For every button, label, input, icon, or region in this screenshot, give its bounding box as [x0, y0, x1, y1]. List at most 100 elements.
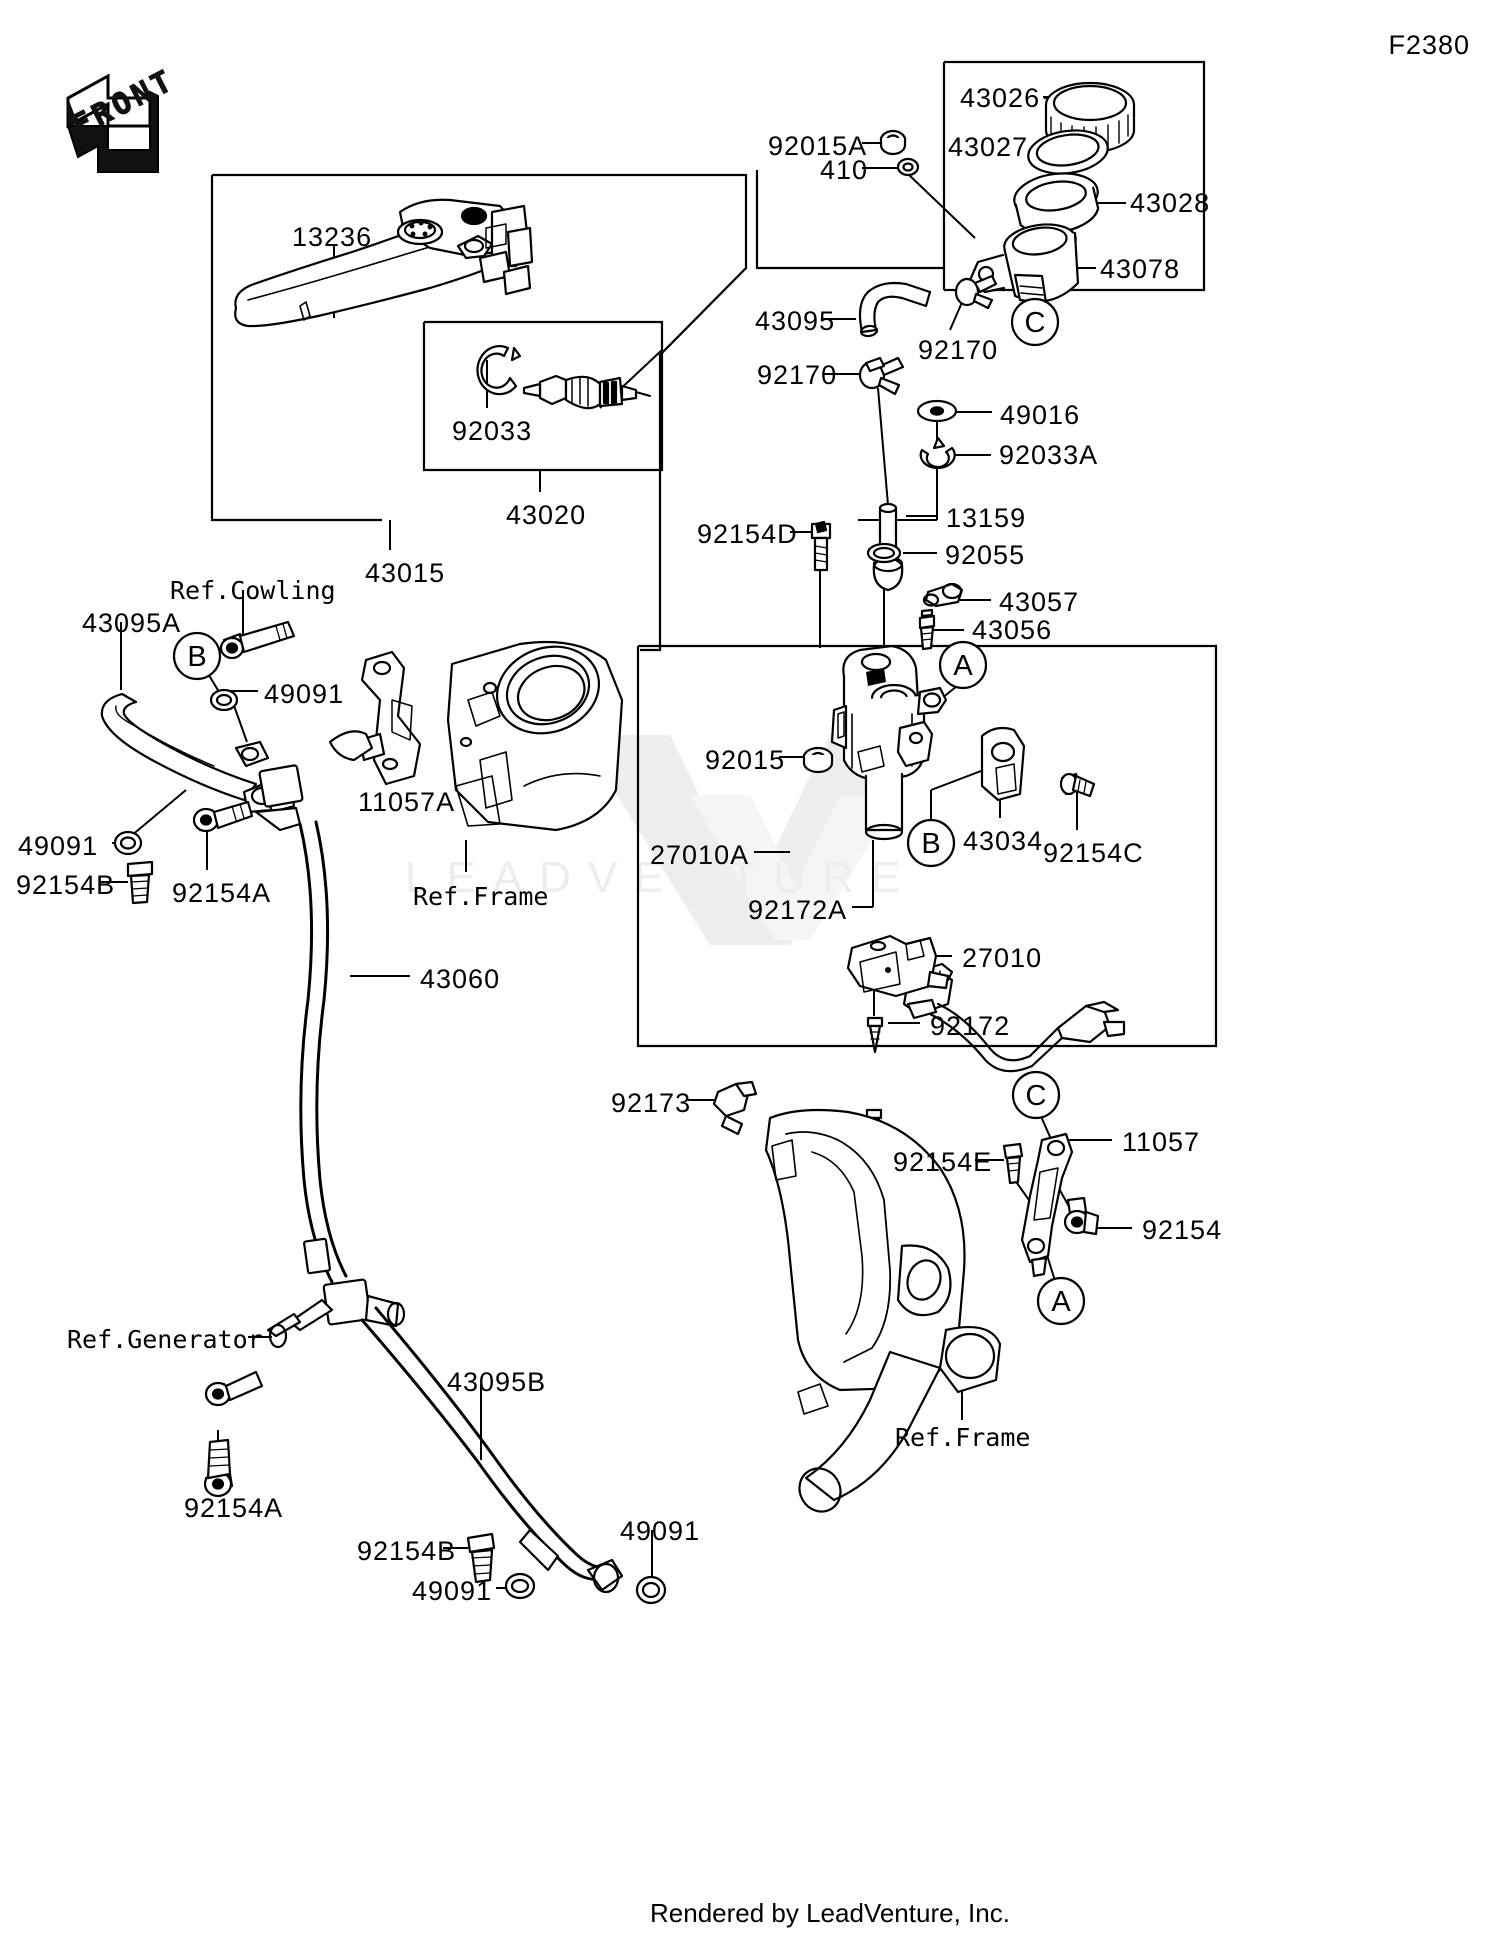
callout-49091a[interactable]: 49091: [264, 679, 345, 709]
callout-410[interactable]: 410: [820, 155, 869, 185]
callout-92055[interactable]: 92055: [945, 540, 1026, 570]
part-ref-cowling-bolt: [219, 620, 296, 660]
callout-Ref.Frame2[interactable]: Ref.Frame: [895, 1423, 1031, 1452]
callout-43028[interactable]: 43028: [1130, 188, 1211, 218]
part-43028: [1013, 172, 1100, 234]
part-43057: [922, 582, 964, 608]
callout-92154A2[interactable]: 92154A: [184, 1493, 284, 1523]
callout-43078[interactable]: 43078: [1100, 254, 1181, 284]
part-43060: [266, 820, 406, 1349]
callout-43056[interactable]: 43056: [972, 615, 1053, 645]
callout-43015[interactable]: 43015: [365, 558, 446, 588]
callout-43057[interactable]: 43057: [999, 587, 1080, 617]
part-43095: [858, 281, 932, 338]
callout-92015A[interactable]: 92015A: [768, 131, 868, 161]
part-92154A-bottom: [203, 1438, 234, 1498]
callout-49091b[interactable]: 49091: [18, 831, 99, 861]
part-49016: [916, 399, 958, 423]
callout-92154C[interactable]: 92154C: [1043, 838, 1144, 868]
callout-43034[interactable]: 43034: [963, 826, 1044, 856]
balloon-c-4[interactable]: C: [1011, 1070, 1061, 1120]
part-92154: [1063, 1196, 1100, 1236]
callout-92033A[interactable]: 92033A: [999, 440, 1099, 470]
callout-27010[interactable]: 27010: [962, 943, 1043, 973]
balloon-c-0[interactable]: C: [1010, 297, 1060, 347]
callout-Ref.Generator[interactable]: Ref.Generator: [67, 1325, 263, 1354]
part-92154D: [810, 520, 832, 572]
part-43056: [918, 608, 936, 651]
balloon-letter: A: [953, 650, 973, 682]
callout-92154A[interactable]: 92154A: [172, 878, 272, 908]
callout-49091d[interactable]: 49091: [412, 1576, 493, 1606]
callout-11057A[interactable]: 11057A: [358, 787, 456, 817]
callout-Ref.Cowling[interactable]: Ref.Cowling: [170, 576, 336, 605]
callout-49091c[interactable]: 49091: [620, 1516, 701, 1546]
callout-92154E[interactable]: 92154E: [893, 1147, 993, 1177]
part-92173: [712, 1080, 758, 1136]
balloon-letter: A: [1051, 1286, 1071, 1318]
part-92015A: [879, 129, 907, 156]
callout-27010A[interactable]: 27010A: [650, 840, 750, 870]
part-ref-generator-bolt: [204, 1370, 264, 1407]
part-43095B: [360, 1306, 624, 1594]
balloon-b-2[interactable]: B: [172, 631, 222, 681]
balloon-letter: C: [1026, 1080, 1047, 1112]
part-410: [896, 157, 920, 177]
part-49091-left: [113, 830, 143, 856]
balloon-a-1[interactable]: A: [938, 640, 988, 690]
render-credit: Rendered by LeadVenture, Inc.: [650, 1898, 1010, 1928]
part-ref-frame-lower: [764, 1108, 1002, 1513]
balloon-a-5[interactable]: A: [1036, 1276, 1086, 1326]
part-92170-upper: [954, 274, 998, 310]
callout-92154B[interactable]: 92154B: [16, 870, 116, 900]
part-92033A: [919, 436, 956, 470]
balloon-letter: B: [921, 828, 940, 860]
callout-43027[interactable]: 43027: [948, 132, 1029, 162]
part-92033: [476, 345, 522, 396]
callout-43020[interactable]: 43020: [506, 500, 587, 530]
callout-13159[interactable]: 13159: [946, 503, 1027, 533]
callout-92170[interactable]: 92170: [918, 335, 999, 365]
callout-13236[interactable]: 13236: [292, 222, 373, 252]
balloon-letter: C: [1025, 307, 1046, 339]
part-92172: [866, 1016, 884, 1054]
callout-92154B2[interactable]: 92154B: [357, 1536, 457, 1566]
part-13236: [234, 198, 534, 328]
callout-92172A[interactable]: 92172A: [748, 895, 848, 925]
callout-92033[interactable]: 92033: [452, 416, 533, 446]
part-49091-bottom-b: [635, 1575, 667, 1605]
part-49091-upper: [209, 688, 239, 712]
callout-92015[interactable]: 92015: [705, 745, 786, 775]
part-43020: [522, 374, 651, 410]
callout-43026[interactable]: 43026: [960, 83, 1041, 113]
callout-92172[interactable]: 92172: [930, 1011, 1011, 1041]
callout-43095B[interactable]: 43095B: [447, 1367, 547, 1397]
part-11057: [1020, 1132, 1074, 1278]
part-92154A-left: [192, 800, 254, 833]
callout-11057[interactable]: 11057: [1122, 1127, 1201, 1157]
sheet-code: F2380: [1388, 30, 1470, 60]
callout-43060[interactable]: 43060: [420, 964, 501, 994]
part-43095A: [100, 692, 304, 832]
part-92055: [866, 542, 902, 564]
callout-49016[interactable]: 49016: [1000, 400, 1081, 430]
part-43078: [968, 223, 1080, 305]
part-92154B-bottom: [466, 1532, 496, 1584]
callout-92170b[interactable]: 92170: [757, 360, 838, 390]
part-92154C: [1059, 772, 1096, 798]
callout-43095[interactable]: 43095: [755, 306, 836, 336]
callout-92154D[interactable]: 92154D: [697, 519, 798, 549]
part-92154B-left: [126, 860, 154, 905]
part-49091-bottom-a: [504, 1572, 536, 1600]
callout-43095A[interactable]: 43095A: [82, 608, 182, 638]
balloon-letter: B: [187, 641, 206, 673]
part-92170-lower: [858, 356, 905, 396]
callout-92154[interactable]: 92154: [1142, 1215, 1223, 1245]
callout-92173[interactable]: 92173: [611, 1088, 692, 1118]
part-11057A: [328, 650, 422, 786]
part-43034: [980, 726, 1026, 802]
callout-Ref.Frame1[interactable]: Ref.Frame: [413, 882, 549, 911]
